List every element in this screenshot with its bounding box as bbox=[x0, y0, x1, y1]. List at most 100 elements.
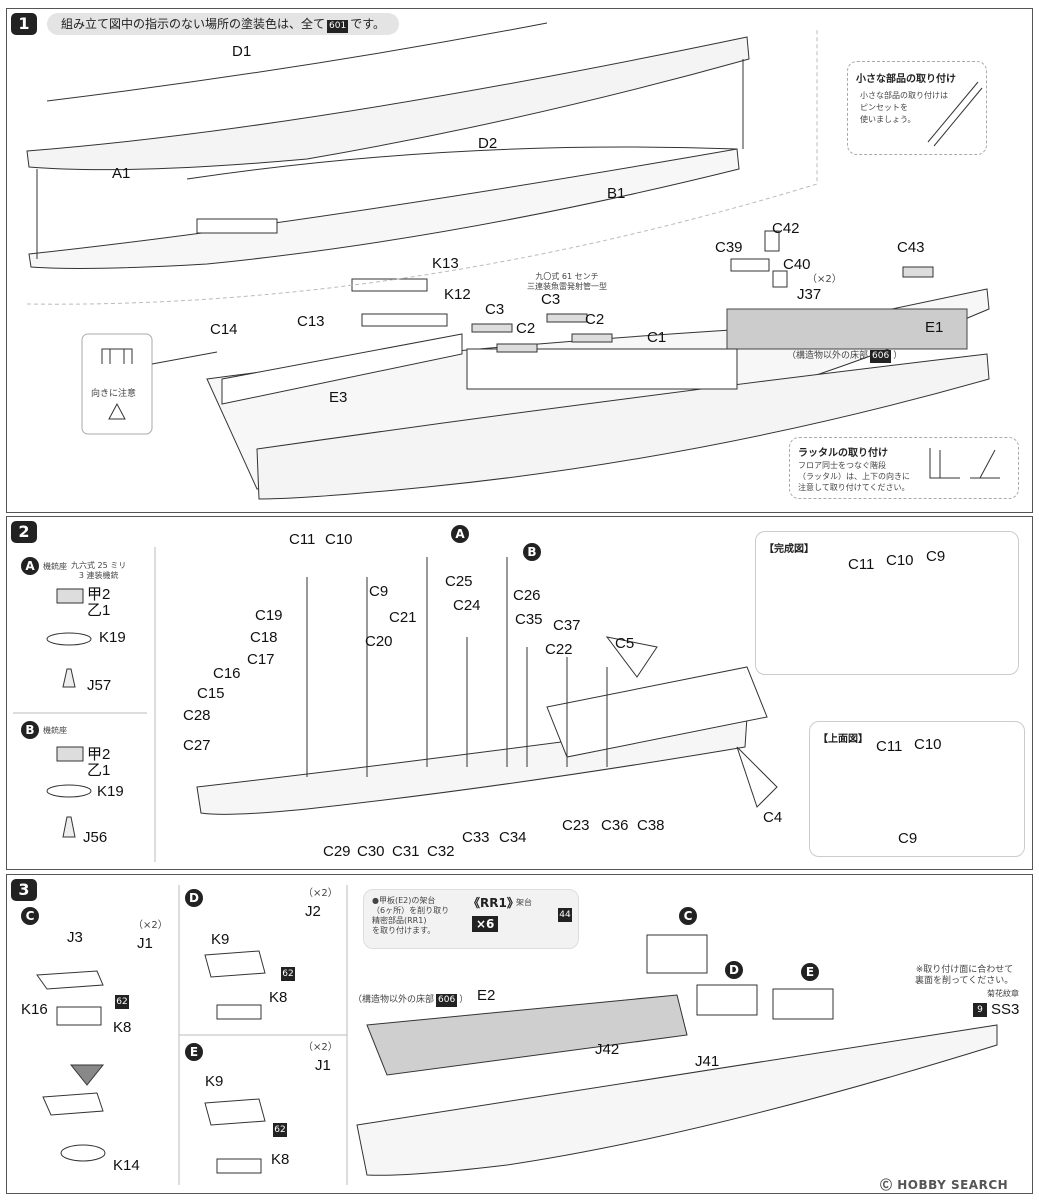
label-C14: C14 bbox=[210, 321, 238, 338]
E-chip: 62 bbox=[273, 1123, 287, 1137]
label-C26: C26 bbox=[513, 587, 541, 604]
small-parts-line2: ピンセットを bbox=[860, 103, 908, 112]
mount-note-line2: 裏面を削ってください。 bbox=[915, 976, 1014, 986]
torpedo-note-line1: 九〇式 61 センチ bbox=[535, 272, 599, 281]
complete-C9: C9 bbox=[926, 548, 946, 565]
label-C30: C30 bbox=[357, 843, 385, 860]
tweezers-icon bbox=[927, 81, 983, 147]
topview-C11: C11 bbox=[876, 738, 903, 755]
label-C20: C20 bbox=[365, 633, 393, 650]
rr1-note-line3: 精密部品(RR1) bbox=[372, 916, 427, 925]
rr1-count: ×6 bbox=[472, 916, 499, 932]
label-K13: K13 bbox=[432, 255, 459, 272]
label-C32: C32 bbox=[427, 843, 455, 860]
label-D1: D1 bbox=[232, 43, 252, 60]
watermark-mark: Ⓒ bbox=[880, 1178, 893, 1192]
label-C27: C27 bbox=[183, 737, 211, 754]
label-C1: C1 bbox=[647, 329, 667, 346]
top-view-box: 【上面図】 C11 C10 C9 bbox=[809, 721, 1025, 857]
small-parts-line3: 使いましょう。 bbox=[860, 115, 916, 124]
rr1-note-line4: を取り付けます。 bbox=[372, 926, 436, 935]
label-C34: C34 bbox=[499, 829, 527, 846]
label-C23: C23 bbox=[562, 817, 590, 834]
label-K12: K12 bbox=[444, 286, 471, 303]
mount-note: ※取り付け面に合わせて 裏面を削ってください。 bbox=[915, 965, 1013, 987]
label-C39: C39 bbox=[715, 239, 743, 256]
A-mg-line1: 九六式 25 ミリ bbox=[71, 561, 127, 570]
topview-title: 【上面図】 bbox=[818, 734, 868, 745]
label-C22: C22 bbox=[545, 641, 573, 658]
mount-note-line1: ※取り付け面に合わせて bbox=[915, 965, 1014, 975]
label-C4: C4 bbox=[763, 809, 783, 826]
small-parts-body: 小さな部品の取り付けは ピンセットを 使いましょう。 bbox=[860, 90, 948, 126]
label-C2a: C2 bbox=[516, 320, 536, 337]
B-pin: J56 bbox=[83, 829, 108, 846]
B-k1: 甲2 bbox=[87, 746, 111, 763]
floor-note-close: ） bbox=[893, 351, 903, 361]
paint-chip: 601 bbox=[327, 20, 349, 33]
D-chip: 62 bbox=[281, 967, 295, 981]
E-J1: J1 bbox=[315, 1057, 331, 1074]
marker-C: C bbox=[21, 907, 39, 925]
ladder-title: ラッタルの取り付け bbox=[798, 448, 888, 459]
label-C31: C31 bbox=[392, 843, 420, 860]
small-parts-line1: 小さな部品の取り付けは bbox=[860, 91, 948, 100]
marker-B: B bbox=[21, 721, 39, 739]
label-J42: J42 bbox=[595, 1041, 620, 1058]
ladder-line1: フロア同士をつなぐ階段 bbox=[798, 461, 886, 470]
step-3-panel: 3 C J3 （×2） J bbox=[6, 874, 1033, 1194]
complete-title: 【完成図】 bbox=[764, 544, 814, 555]
step-3-drawing bbox=[36, 885, 998, 1185]
complete-C10: C10 bbox=[886, 552, 914, 569]
C-K16: K16 bbox=[21, 1001, 48, 1018]
marker-A-pos: A bbox=[451, 525, 469, 543]
label-E2: E2 bbox=[477, 987, 496, 1004]
B-base: K19 bbox=[97, 783, 124, 800]
A-mg-line2: 3 連装機銃 bbox=[78, 571, 119, 580]
E-K9: K9 bbox=[205, 1073, 224, 1090]
label-C3b: C3 bbox=[541, 291, 561, 308]
label-C11: C11 bbox=[289, 531, 316, 548]
ladder-line3: 注意して取り付けてください。 bbox=[798, 483, 910, 492]
B-k2: 乙1 bbox=[87, 762, 111, 779]
ladder-box: ラッタルの取り付け フロア同士をつなぐ階段 （ラッタル）は、上下の向きに 注意し… bbox=[789, 437, 1019, 499]
label-D2: D2 bbox=[478, 135, 498, 152]
floor-note-text: （構造物以外の床部 bbox=[787, 351, 869, 361]
label-C35: C35 bbox=[515, 611, 543, 628]
floor-note-3-text: （構造物以外の床部 bbox=[353, 995, 435, 1005]
label-C21: C21 bbox=[389, 609, 417, 626]
hobby-search-watermark: Ⓒ HOBBY SEARCH bbox=[880, 1176, 1008, 1193]
rr1-sub: 架台 bbox=[516, 898, 532, 907]
step-2-panel: 2 bbox=[6, 516, 1033, 870]
label-A1: A1 bbox=[112, 165, 131, 182]
marker-E-pos: E bbox=[801, 963, 819, 981]
label-E3: E3 bbox=[329, 389, 348, 406]
label-C2b: C2 bbox=[585, 311, 605, 328]
A-mg-note: 九六式 25 ミリ 3 連装機銃 bbox=[71, 561, 126, 581]
label-C5: C5 bbox=[615, 635, 635, 652]
step-number: 3 bbox=[11, 879, 37, 901]
label-C16: C16 bbox=[213, 665, 241, 682]
marker-C-pos: C bbox=[679, 907, 697, 925]
label-C25: C25 bbox=[445, 573, 473, 590]
label-C19: C19 bbox=[255, 607, 283, 624]
label-C43: C43 bbox=[897, 239, 925, 256]
A-k2: 乙1 bbox=[87, 602, 111, 619]
label-C13: C13 bbox=[297, 313, 325, 330]
ladder-line2: （ラッタル）は、上下の向きに bbox=[798, 472, 910, 481]
label-J41: J41 bbox=[695, 1053, 720, 1070]
marker-E: E bbox=[185, 1043, 203, 1061]
floor-chip-3: 606 bbox=[436, 994, 458, 1007]
rr1-note-line1: ●甲板(E2)の架台 bbox=[372, 896, 436, 905]
step-number: 1 bbox=[11, 13, 37, 35]
marker-B-pos: B bbox=[523, 543, 541, 561]
C-J1: J1 bbox=[137, 935, 153, 952]
label-C15: C15 bbox=[197, 685, 225, 702]
E-x2: （×2） bbox=[303, 1042, 338, 1053]
rr1-note: ●甲板(E2)の架台 （6ヶ所）を削り取り 精密部品(RR1) を取り付けます。 bbox=[372, 896, 449, 936]
rr1-chip: 44 bbox=[558, 908, 572, 922]
small-parts-title: 小さな部品の取り付け bbox=[856, 74, 956, 85]
step-1-drawing bbox=[26, 22, 990, 500]
complete-C11: C11 bbox=[848, 556, 875, 573]
